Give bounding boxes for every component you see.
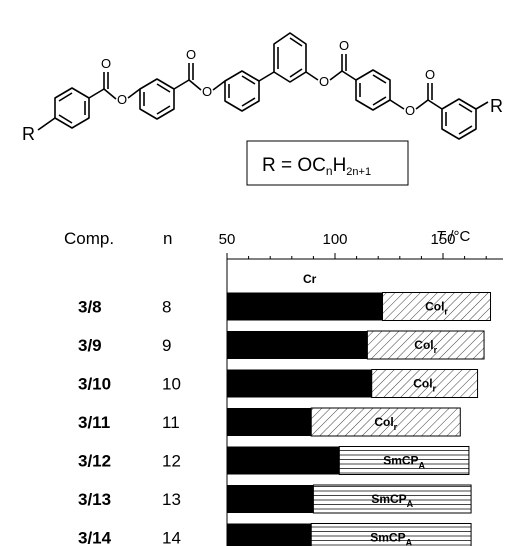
tick-label: 100 [322,231,347,248]
mesophase-bar [371,369,479,398]
compound-label: 3/13 [78,490,111,509]
mesophase-label: SmCPA [371,492,413,509]
mesophase-label: SmCPA [370,531,412,546]
benzene-ring-d [273,32,307,83]
crystal-bar [227,485,314,513]
axis-title: T /°C [436,228,471,245]
mesophase-bar [310,407,461,437]
r-left-label: R [22,124,35,144]
benzene-ring-e [355,69,391,111]
mesophase-label: Colr [413,377,436,394]
ester-oxygen-label: O [405,103,415,118]
carbonyl-oxygen-label: O [186,47,196,62]
compound-label: 3/9 [78,336,102,355]
chain-length-label: 12 [162,452,181,471]
ester-oxygen-label: O [319,74,329,89]
compound-label: 3/14 [78,529,112,546]
mesophase-bar [338,446,470,475]
mesophase-bar [382,292,492,321]
compound-row: 3/14 14 SmCPA [78,523,472,546]
chain-length-label: 14 [162,529,181,546]
chain-length-label: 9 [162,336,171,355]
compound-label: 3/8 [78,298,102,317]
chain-length-label: 8 [162,298,171,317]
benzene-ring-c [224,70,260,112]
crystal-bar [227,446,340,475]
ester-oxygen-label: O [202,84,212,99]
crystal-bar [227,408,312,436]
benzene-ring-f [441,98,477,140]
crystal-bar [227,331,368,359]
crystal-label: Cr [303,272,317,286]
crystal-bar [227,523,312,546]
compound-row: 3/10 10 Colr [78,369,479,398]
chain-length-label: 10 [162,375,181,394]
comp-column-header: Comp. [64,229,114,248]
chain-length-label: 13 [162,490,181,509]
mesophase-bar [310,523,472,546]
mesophase-bar [366,330,485,360]
chain-length-label: 11 [162,413,180,432]
tick-label: 150 [430,231,455,248]
benzene-ring-a [54,87,90,129]
compound-row: 3/13 13 SmCPA [78,484,472,514]
compound-row: 3/11 11 Colr [78,407,461,437]
carbonyl-oxygen-label: O [339,38,349,53]
mesophase-label: Colr [374,415,397,432]
compound-label: 3/11 [78,413,110,432]
mesophase-bar [312,484,472,514]
mesophase-label: SmCPA [383,454,425,471]
bent-core-molecule-structure [37,32,489,140]
compound-label: 3/10 [78,375,111,394]
compound-row: 3/12 12 SmCPA [78,446,470,475]
crystal-bar [227,292,383,321]
n-column-header: n [163,229,172,248]
r-right-label: R [490,96,503,116]
r-definition-box: R = OCnH2n+1 [246,140,409,186]
r-definition-text: R = OCnH2n+1 [262,155,371,178]
benzene-ring-b [139,78,175,120]
compound-row: 3/8 8 Colr [78,292,492,321]
carbonyl-oxygen-label: O [101,56,111,71]
compound-row: 3/9 9 Colr [78,330,485,360]
carbonyl-oxygen-label: O [425,67,435,82]
crystal-bar [227,369,372,398]
mesophase-label: Colr [414,338,437,355]
molecule-atom-labels: R R O O O O O O O O [22,38,503,144]
tick-label: 50 [219,231,236,248]
mesophase-label: Colr [425,300,448,317]
ester-oxygen-label: O [117,92,127,107]
compound-label: 3/12 [78,452,111,471]
